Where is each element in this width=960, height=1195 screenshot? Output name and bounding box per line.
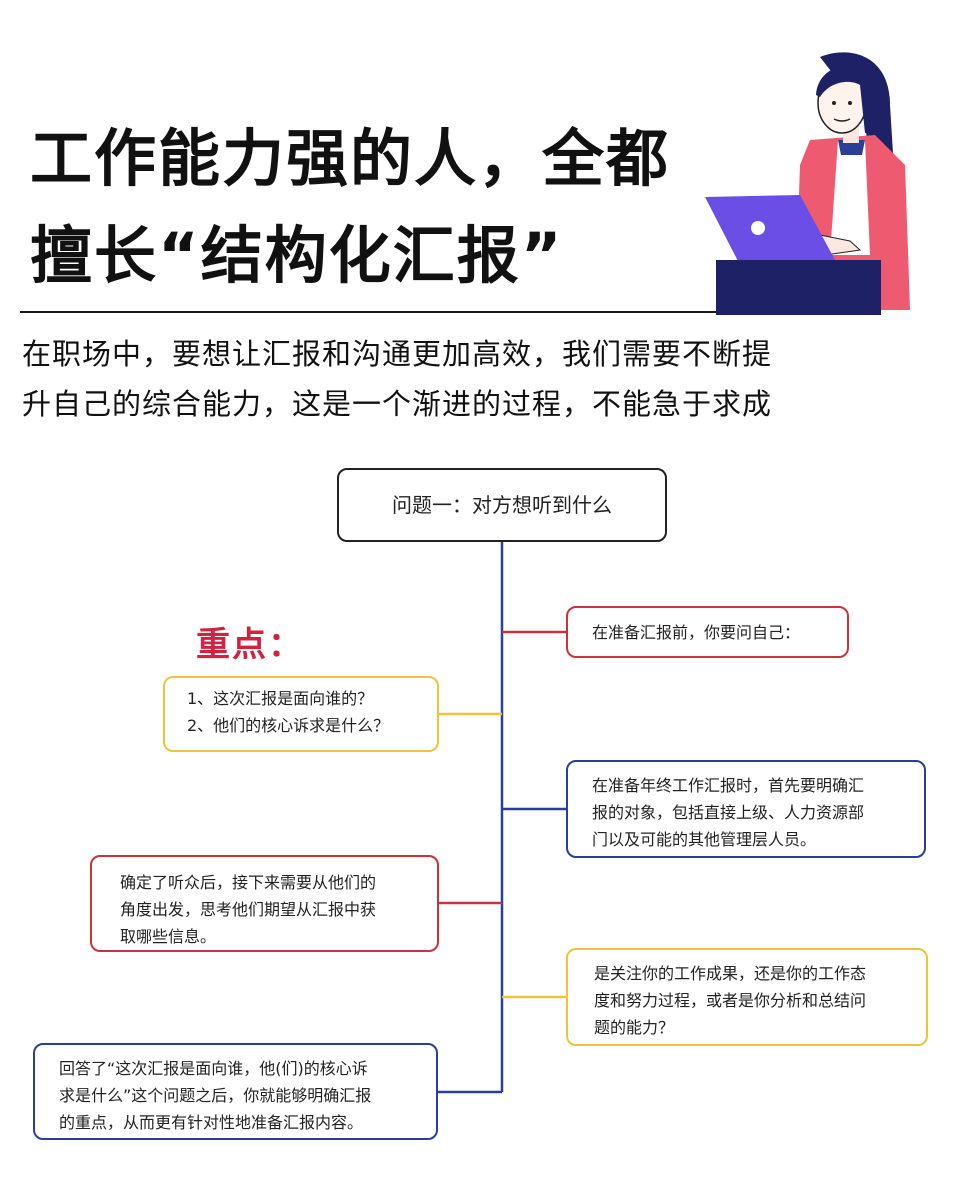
node-text-line: 在准备年终工作汇报时，首先要明确汇 [592, 776, 865, 795]
node-identify-audience: 在准备年终工作汇报时，首先要明确汇 报的对象，包括直接上级、人力资源部 门以及可… [566, 760, 926, 858]
node-key-questions: 1、这次汇报是面向谁的？ 2、他们的核心诉求是什么？ [163, 676, 439, 752]
node-text-line: 门以及可能的其他管理层人员。 [592, 830, 817, 849]
node-text-line: 1、这次汇报是面向谁的？ [187, 689, 374, 708]
node-text-line: 2、他们的核心诉求是什么？ [187, 716, 390, 735]
node-text-line: 角度出发，思考他们期望从汇报中获 [120, 900, 377, 919]
node-text-line: 确定了听众后，接下来需要从他们的 [120, 873, 377, 892]
title-line-1: 工作能力强的人，全都 [30, 122, 671, 195]
node-audience-perspective: 确定了听众后，接下来需要从他们的 角度出发，思考他们期望从汇报中获 取哪些信息。 [90, 855, 439, 952]
node-conclusion: 回答了“这次汇报是面向谁，他(们)的核心诉 求是什么”这个问题之后，你就能够明确… [33, 1043, 438, 1140]
keyword-label: 重点： [196, 625, 304, 665]
node-text-line: 取哪些信息。 [120, 927, 217, 946]
node-text-line: 的重点，从而更有针对性地准备汇报内容。 [59, 1113, 364, 1132]
title-line-2: 擅长“结构化汇报” [30, 219, 564, 292]
root-node: 问题一：对方想听到什么 [337, 468, 667, 542]
node-text-line: 题的能力？ [594, 1018, 675, 1037]
node-prepare-question: 在准备汇报前，你要问自己： [566, 606, 849, 658]
node-text-line: 在准备汇报前，你要问自己： [592, 622, 801, 642]
title-divider [20, 311, 795, 313]
root-node-label: 问题一：对方想听到什么 [392, 492, 612, 517]
node-text-line: 报的对象，包括直接上级、人力资源部 [592, 803, 865, 822]
node-text-line: 回答了“这次汇报是面向谁，他(们)的核心诉 [59, 1059, 368, 1078]
node-text-line: 求是什么”这个问题之后，你就能够明确汇报 [59, 1086, 372, 1105]
woman-at-laptop-illustration [705, 52, 910, 315]
node-focus-options: 是关注你的工作成果，还是你的工作态 度和努力过程，或者是你分析和总结问 题的能力… [566, 948, 928, 1046]
intro-line-1: 在职场中，要想让汇报和沟通更加高效，我们需要不断提 [22, 337, 773, 371]
intro-line-2: 升自己的综合能力，这是一个渐进的过程，不能急于求成 [22, 387, 773, 421]
node-text-line: 是关注你的工作成果，还是你的工作态 [594, 964, 867, 983]
node-text-line: 度和努力过程，或者是你分析和总结问 [594, 991, 867, 1010]
